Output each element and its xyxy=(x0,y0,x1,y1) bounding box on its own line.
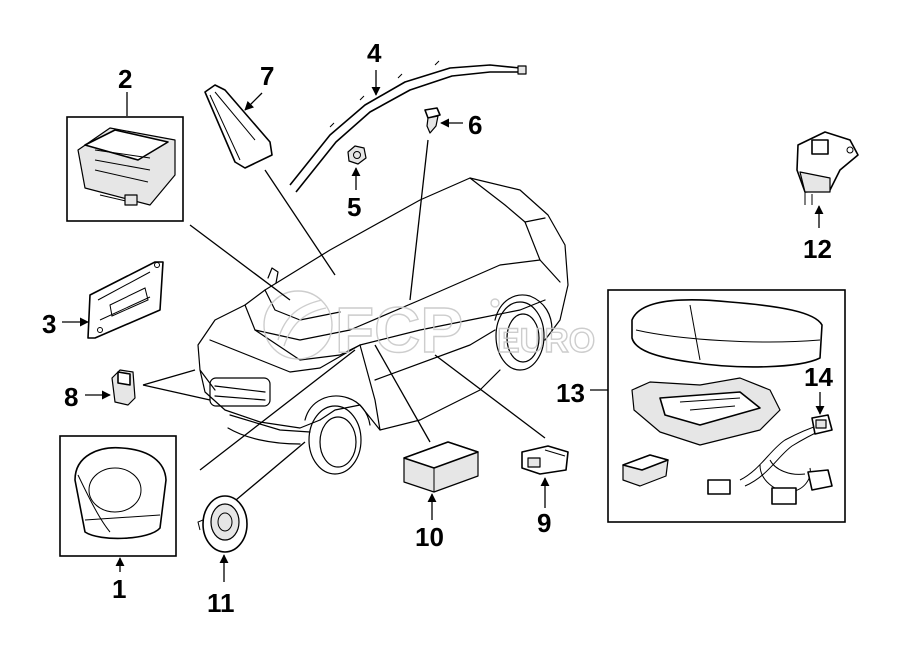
part-9-impact-sensor[interactable] xyxy=(521,445,569,475)
part-14-connector[interactable] xyxy=(811,414,833,435)
part-8-sensor[interactable] xyxy=(111,369,136,406)
leader-lines xyxy=(142,139,546,506)
part-12-crash-sensor[interactable] xyxy=(796,131,859,205)
callout-7: 7 xyxy=(260,61,274,91)
watermark-logo: FCP EURO xyxy=(263,290,596,367)
callout-8: 8 xyxy=(64,382,78,412)
part-13-seat-sensor-kit[interactable] xyxy=(607,289,846,523)
part-1-driver-airbag[interactable] xyxy=(59,435,177,557)
part-2-passenger-airbag[interactable] xyxy=(66,116,184,222)
callout-arrows xyxy=(62,70,825,582)
callout-5: 5 xyxy=(347,192,361,222)
part-3-airbag-bracket[interactable] xyxy=(87,261,164,339)
vehicle-outline xyxy=(197,177,569,475)
callout-labels: 1 2 3 4 5 6 7 8 9 10 11 12 13 14 xyxy=(42,38,833,618)
callout-4: 4 xyxy=(367,38,382,68)
callout-10: 10 xyxy=(415,522,444,552)
watermark-suffix: EURO xyxy=(497,322,595,360)
part-7-side-trim[interactable] xyxy=(204,84,273,169)
part-4-curtain-airbag[interactable] xyxy=(289,60,527,193)
callout-12: 12 xyxy=(803,234,832,264)
part-5-nut[interactable] xyxy=(347,145,367,165)
watermark-brand: FCP xyxy=(335,294,463,366)
part-6-clip[interactable] xyxy=(424,107,441,134)
part-10-control-module[interactable] xyxy=(403,441,479,493)
callout-1: 1 xyxy=(112,574,126,604)
callout-14: 14 xyxy=(804,362,833,392)
callout-11: 11 xyxy=(207,588,235,618)
callout-6: 6 xyxy=(468,110,482,140)
callout-9: 9 xyxy=(537,508,551,538)
callout-13: 13 xyxy=(556,378,585,408)
part-11-clock-spring[interactable] xyxy=(197,495,248,553)
callout-3: 3 xyxy=(42,309,56,339)
callout-2: 2 xyxy=(118,64,132,94)
